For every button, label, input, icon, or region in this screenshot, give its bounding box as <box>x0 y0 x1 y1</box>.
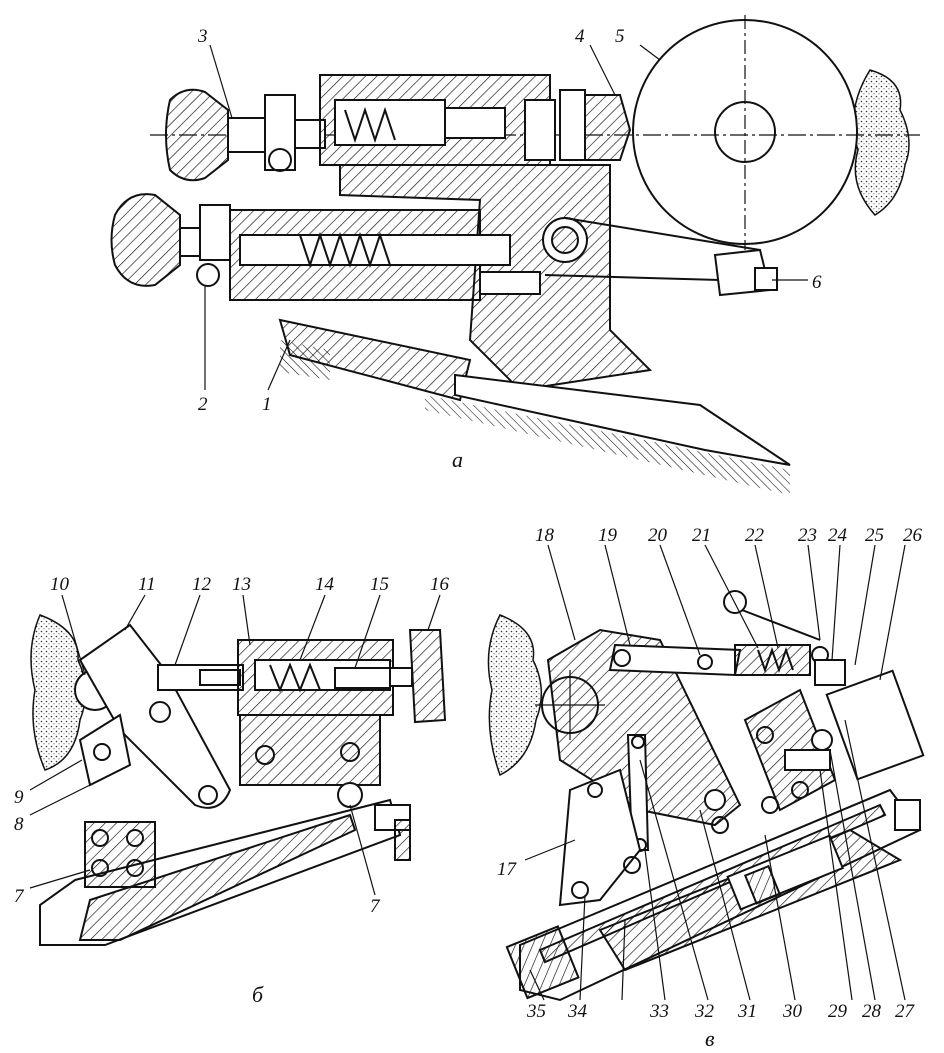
label-11: 11 <box>138 574 156 595</box>
label-8: 8 <box>14 814 24 835</box>
label-14: 14 <box>315 574 335 595</box>
label-10: 10 <box>50 574 70 595</box>
label-7b: 7 <box>370 896 381 917</box>
label-12: 12 <box>192 574 212 595</box>
knob-16 <box>408 629 447 724</box>
lever-6-arm <box>544 217 761 281</box>
label-7a: 7 <box>14 886 25 907</box>
label-3: 3 <box>197 26 208 47</box>
label-26: 26 <box>903 525 923 546</box>
ground-a <box>280 340 330 380</box>
grinding-wheel-b <box>30 614 87 771</box>
label-34: 34 <box>567 1001 588 1022</box>
lever-17 <box>558 768 642 907</box>
label-24: 24 <box>828 525 848 546</box>
caption-a: а <box>452 447 463 472</box>
grinding-wheel-v <box>487 614 542 777</box>
lever-18 <box>546 628 742 827</box>
label-27: 27 <box>895 1001 916 1022</box>
label-21: 21 <box>692 525 711 546</box>
label-30: 30 <box>782 1001 803 1022</box>
label-25: 25 <box>865 525 884 546</box>
caption-v: в <box>705 1026 715 1051</box>
handwheel-2 <box>110 193 181 287</box>
label-1: 1 <box>262 394 272 415</box>
label-4: 4 <box>575 26 585 47</box>
slide-wedge <box>454 373 791 466</box>
label-32: 32 <box>694 1001 715 1022</box>
label-23: 23 <box>798 525 817 546</box>
base-block-b <box>239 714 381 786</box>
grinding-wheel-a <box>852 69 910 216</box>
label-18: 18 <box>535 525 555 546</box>
handwheel-3 <box>165 88 229 182</box>
label-33: 33 <box>649 1001 669 1022</box>
label-22: 22 <box>745 525 765 546</box>
label-16: 16 <box>430 574 450 595</box>
label-35: 35 <box>526 1001 546 1022</box>
label-13: 13 <box>232 574 251 595</box>
lever-11 <box>78 623 232 809</box>
label-20: 20 <box>648 525 668 546</box>
label-31: 31 <box>737 1001 757 1022</box>
label-5: 5 <box>615 26 625 47</box>
box-26 <box>825 669 925 781</box>
label-6: 6 <box>812 272 822 293</box>
label-9: 9 <box>14 787 24 808</box>
label-29: 29 <box>828 1001 848 1022</box>
label-19: 19 <box>598 525 618 546</box>
label-17: 17 <box>497 859 518 880</box>
arm-8 <box>78 713 132 787</box>
view-v: 17 18 19 20 21 22 23 24 25 26 27 28 29 3… <box>487 525 925 1051</box>
label-15: 15 <box>370 574 389 595</box>
label-2: 2 <box>198 394 208 415</box>
caption-b: б <box>252 982 264 1007</box>
view-a: 1 2 3 4 5 6 а <box>110 15 920 495</box>
label-28: 28 <box>862 1001 882 1022</box>
view-b: 7 7 8 9 10 11 12 13 14 15 16 б <box>14 574 450 1007</box>
end-block-35 <box>505 925 580 1000</box>
